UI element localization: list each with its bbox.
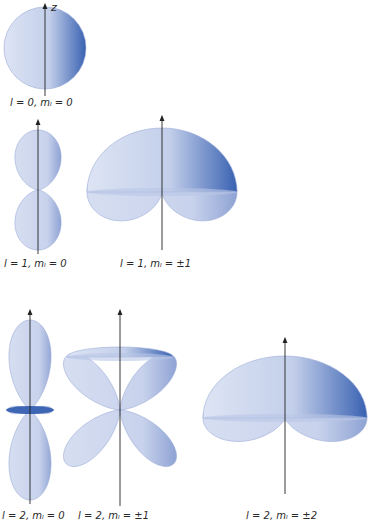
orbital-caption: l = 1, mₗ = 0 [4,258,67,270]
axis-label: z [51,2,57,14]
z-axis-arrow [38,122,39,254]
orbital-caption: l = 2, mₗ = ±2 [246,510,317,522]
z-axis-arrow [45,6,46,96]
z-axis-arrow [162,118,163,250]
orbital-caption: l = 0, mₗ = 0 [10,97,73,109]
z-axis-arrow [120,312,121,506]
z-axis-arrow [285,340,286,494]
orbital-caption: l = 1, mₗ = ±1 [120,258,191,270]
z-axis-arrow [30,312,31,504]
orbital-caption: l = 2, mₗ = 0 [2,510,65,522]
orbital-caption: l = 2, mₗ = ±1 [78,510,149,522]
